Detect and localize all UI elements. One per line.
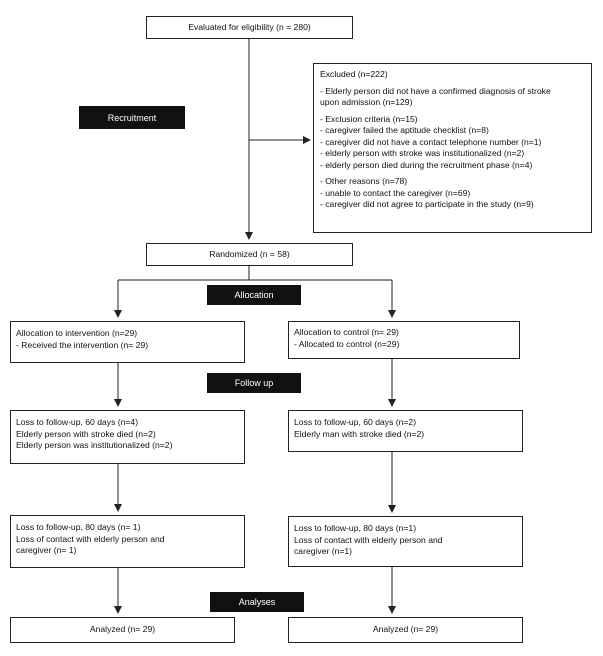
- control-followup-60-line-1: Loss to follow-up, 60 days (n=2): [294, 417, 417, 427]
- control-analyzed-box: Analyzed (n= 29): [288, 617, 523, 643]
- stage-recruitment: Recruitment: [79, 106, 185, 129]
- control-analyzed-text: Analyzed (n= 29): [372, 624, 439, 635]
- randomized-text: Randomized (n = 58): [209, 248, 290, 259]
- intervention-followup-60-box: Loss to follow-up, 60 days (n=4) Elderly…: [10, 410, 245, 464]
- control-followup-80-box: Loss to follow-up, 80 days (n=1) Loss of…: [288, 516, 523, 567]
- stage-allocation: Allocation: [207, 285, 301, 305]
- intervention-analyzed-box: Analyzed (n= 29): [10, 617, 235, 643]
- control-followup-80-line-1: Loss to follow-up, 80 days (n=1): [294, 523, 417, 533]
- intervention-followup-60-line-3: Elderly person was institutionalized (n=…: [16, 440, 173, 450]
- stage-allocation-label: Allocation: [234, 290, 274, 300]
- excluded-criteria-line-3: - caregiver did not have a contact telep…: [320, 136, 542, 147]
- intervention-followup-80-line-1: Loss to follow-up, 80 days (n= 1): [16, 522, 141, 532]
- control-followup-80-line-3: caregiver (n=1): [294, 546, 353, 556]
- control-allocation-line-1: Allocation to control (n= 29): [294, 327, 399, 337]
- intervention-followup-60-line-1: Loss to follow-up, 60 days (n=4): [16, 417, 139, 427]
- stage-analyses-label: Analyses: [238, 597, 276, 607]
- excluded-other-line-2: - unable to contact the caregiver (n=69): [320, 187, 471, 198]
- randomized-box: Randomized (n = 58): [146, 243, 353, 266]
- eligibility-text: Evaluated for eligibility (n = 280): [188, 21, 311, 32]
- control-allocation-box: Allocation to control (n= 29) - Allocate…: [288, 321, 520, 359]
- intervention-allocation-line-1: Allocation to intervention (n=29): [16, 328, 138, 338]
- stage-follow-up: Follow up: [207, 373, 301, 393]
- intervention-allocation-line-2: - Received the intervention (n= 29): [16, 339, 149, 350]
- excluded-criteria-line-4: - elderly person with stroke was institu…: [320, 148, 525, 158]
- intervention-followup-80-box: Loss to follow-up, 80 days (n= 1) Loss o…: [10, 515, 245, 568]
- excluded-other-line-3: - caregiver did not agree to participate…: [320, 199, 534, 209]
- stage-analyses: Analyses: [210, 592, 304, 612]
- intervention-followup-60-line-2: Elderly person with stroke died (n=2): [16, 428, 156, 439]
- intervention-followup-80-line-2: Loss of contact with elderly person and: [16, 533, 165, 544]
- excluded-diagnosis-line-2: upon admission (n=129): [320, 97, 413, 107]
- excluded-box: Excluded (n=222) - Elderly person did no…: [313, 63, 592, 233]
- excluded-other-line-1: - Other reasons (n=78): [320, 176, 408, 186]
- excluded-title: Excluded (n=222): [320, 69, 388, 79]
- control-followup-60-line-2: Elderly man with stroke died (n=2): [294, 428, 425, 439]
- stage-follow-up-label: Follow up: [234, 378, 274, 388]
- eligibility-box: Evaluated for eligibility (n = 280): [146, 16, 353, 39]
- control-followup-80-line-2: Loss of contact with elderly person and: [294, 534, 443, 545]
- intervention-followup-80-line-3: caregiver (n= 1): [16, 545, 77, 555]
- control-followup-60-box: Loss to follow-up, 60 days (n=2) Elderly…: [288, 410, 523, 452]
- intervention-allocation-box: Allocation to intervention (n=29) - Rece…: [10, 321, 245, 363]
- stage-recruitment-label: Recruitment: [107, 112, 157, 123]
- intervention-analyzed-text: Analyzed (n= 29): [89, 624, 156, 635]
- excluded-criteria-line-5: - elderly person died during the recruit…: [320, 159, 533, 170]
- excluded-diagnosis-line-1: - Elderly person did not have a confirme…: [320, 85, 551, 96]
- control-allocation-line-2: - Allocated to control (n=29): [294, 338, 400, 349]
- excluded-criteria-line-2: - caregiver failed the aptitude checklis…: [320, 125, 489, 135]
- excluded-criteria-line-1: - Exclusion criteria (n=15): [320, 113, 418, 124]
